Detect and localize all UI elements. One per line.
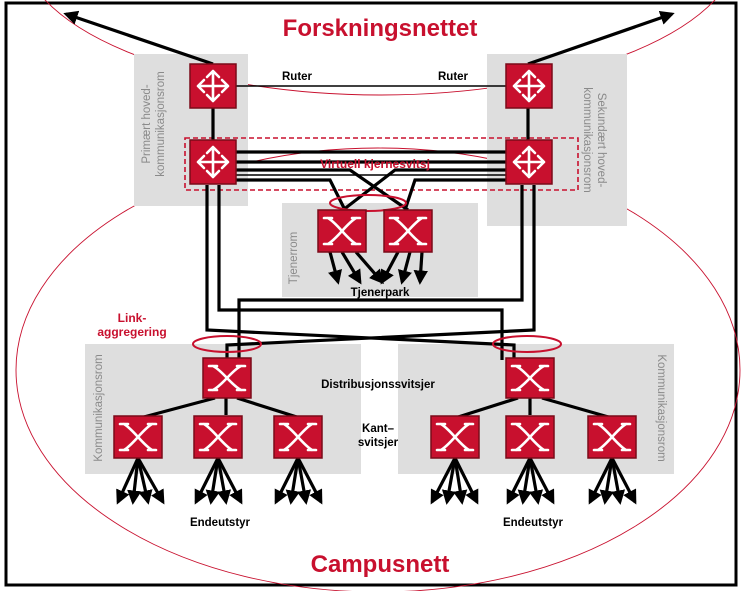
switch-icon[interactable] (317, 209, 367, 253)
label-edge-switches-line1: Kant– (362, 423, 395, 435)
switch-icon[interactable] (193, 415, 243, 459)
label-end-devices-right: Endeutstyr (503, 517, 564, 529)
router-icon[interactable] (189, 139, 237, 185)
label-end-devices-left: Endeutstyr (190, 517, 251, 529)
uplink-left (63, 10, 214, 66)
switch-icon[interactable] (113, 415, 163, 459)
label-router-left: Ruter (282, 71, 313, 83)
title-research-network: Forskningsnettet (283, 15, 478, 42)
switch-icon[interactable] (202, 357, 252, 399)
label-primary-room-line2: kommunikasjonsrom (155, 71, 167, 176)
switch-icon[interactable] (505, 415, 555, 459)
server-park-arrow-3 (354, 250, 384, 285)
server-park-arrow-2 (340, 251, 362, 285)
research-net-boundary (44, 0, 716, 96)
switch-icon[interactable] (505, 357, 555, 399)
label-server-room: Tjenerrom (288, 232, 300, 284)
label-server-park: Tjenerpark (351, 287, 410, 299)
label-secondary-room-line1: Sekundært hoved- (595, 93, 607, 188)
label-router-right: Ruter (438, 71, 469, 83)
link-aggregation-server (329, 194, 407, 212)
core-server-link-2 (236, 178, 347, 211)
router-icon[interactable] (505, 63, 553, 109)
label-virtual-core-switch: Virtuell kjernesvitsj (320, 157, 430, 171)
label-comm-room-left: Kommunikasjonsrom (93, 354, 105, 461)
server-park-arrow-1 (328, 251, 342, 285)
campus-net-boundary (15, 147, 741, 591)
title-campus-network: Campusnett (311, 551, 450, 578)
end-device-arrows-left (116, 457, 323, 505)
label-link-aggregation-line2: aggregering (97, 325, 166, 339)
switch-icon[interactable] (383, 209, 433, 253)
end-device-arrows-right (430, 457, 637, 505)
outer-frame (4, 1, 738, 587)
dist-edge-link-r1 (454, 396, 519, 420)
core-dist-link-4 (237, 185, 524, 360)
server-room (282, 203, 478, 297)
core-server-link-3 (342, 168, 506, 212)
dist-edge-link-l1 (139, 396, 216, 420)
core-dist-link-3 (217, 185, 504, 360)
label-link-aggregation-line1: Link- (118, 311, 147, 325)
label-comm-room-right: Kommunikasjonsrom (655, 354, 667, 461)
dist-edge-link-l3 (236, 396, 301, 420)
label-edge-switches-line2: svitsjer (358, 437, 399, 449)
link-aggregation-left (192, 335, 262, 353)
switch-icon[interactable] (430, 415, 480, 459)
core-server-link-4 (403, 178, 506, 211)
server-park-arrow-5 (398, 251, 412, 285)
router-icon[interactable] (505, 139, 553, 185)
label-primary-room-line1: Primært hoved- (141, 84, 153, 163)
dist-edge-link-r3 (541, 396, 613, 420)
server-park-arrow-4 (380, 251, 400, 285)
label-secondary-room-line2: kommunikasjonsrom (581, 87, 593, 192)
switch-icon[interactable] (273, 415, 323, 459)
router-icon[interactable] (189, 63, 237, 109)
uplink-right (527, 10, 675, 66)
switch-icon[interactable] (587, 415, 637, 459)
server-park-arrow-6 (413, 251, 428, 285)
link-aggregation-right (492, 335, 562, 353)
label-distribution-switches: Distribusjonssvitsjer (321, 379, 435, 391)
